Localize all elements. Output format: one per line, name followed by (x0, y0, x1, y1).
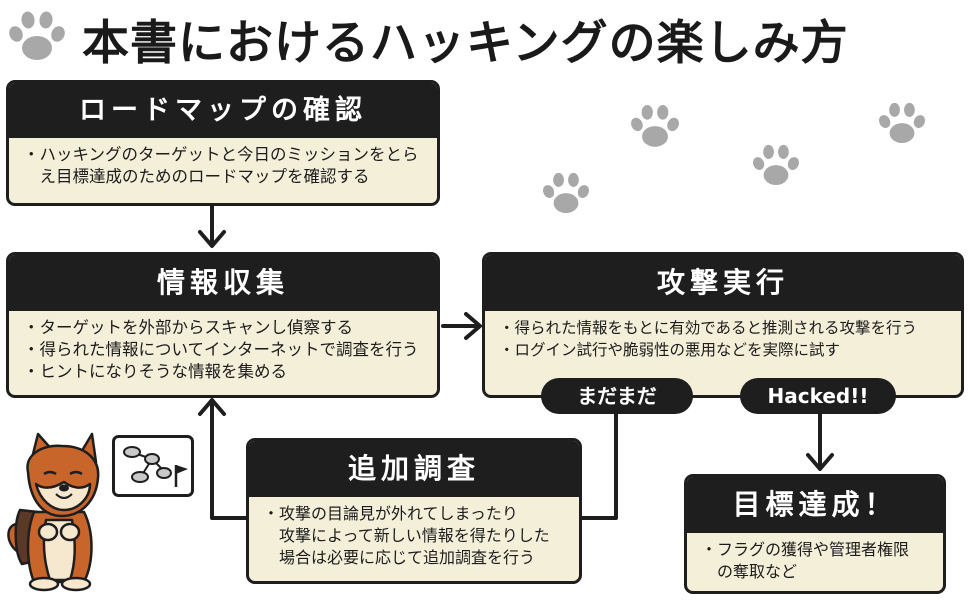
extra-line: 攻撃によって新しい情報を得たりした (263, 526, 550, 545)
page-title: 本書におけるハッキングの楽しみ方 (82, 16, 849, 71)
shiba-dog-mascot (7, 432, 100, 592)
extra-heading: 追加調査 (249, 441, 579, 497)
goal-body: ・フラグの獲得や管理者権限 の奪取など (687, 533, 943, 583)
roadmap-body: ・ハッキングのターゲットと今日のミッションをとら え目標達成のためのロードマップ… (9, 138, 437, 188)
extra-line: 場合は必要に応じて追加調査を行う (263, 548, 536, 567)
recon-line: ・得られた情報についてインターネットで調査を行う (23, 340, 419, 359)
roadmap-line: ・ハッキングのターゲットと今日のミッションをとら (23, 145, 419, 164)
recon-box: 情報収集 ・ターゲットを外部からスキャンし偵察する ・得られた情報についてインタ… (6, 252, 440, 398)
recon-line: ・ヒントになりそうな情報を集める (23, 362, 287, 381)
extra-line: ・攻撃の目論見が外れてしまったり (263, 504, 518, 523)
paw-print-icon (9, 11, 65, 60)
paw-print-icon (542, 172, 590, 214)
attack-body: ・得られた情報をもとに有効であると推測される攻撃を行う ・ログイン試行や脆弱性の… (485, 311, 961, 361)
goal-heading: 目標達成！ (687, 477, 943, 533)
paw-print-icon (752, 144, 800, 186)
not-yet-label: まだまだ (541, 378, 693, 414)
extra-body: ・攻撃の目論見が外れてしまったり 攻撃によって新しい情報を得たりした 場合は必要… (249, 497, 579, 569)
paw-print-icon (878, 102, 926, 144)
network-flag-icon (112, 435, 194, 497)
goal-line: ・フラグの獲得や管理者権限 (701, 540, 910, 559)
recon-body: ・ターゲットを外部からスキャンし偵察する ・得られた情報についてインターネットで… (9, 311, 437, 383)
recon-heading: 情報収集 (9, 255, 437, 311)
attack-box: 攻撃実行 ・得られた情報をもとに有効であると推測される攻撃を行う ・ログイン試行… (482, 252, 964, 398)
roadmap-line: え目標達成のためのロードマップを確認する (23, 167, 370, 186)
hacked-label: Hacked!! (740, 378, 896, 414)
attack-line: ・ログイン試行や脆弱性の悪用などを実際に試す (499, 341, 841, 359)
goal-line: の奪取など (701, 562, 798, 581)
attack-line: ・得られた情報をもとに有効であると推測される攻撃を行う (499, 319, 918, 337)
goal-box: 目標達成！ ・フラグの獲得や管理者権限 の奪取など (684, 474, 946, 594)
recon-line: ・ターゲットを外部からスキャンし偵察する (23, 318, 353, 337)
extra-investigation-box: 追加調査 ・攻撃の目論見が外れてしまったり 攻撃によって新しい情報を得たりした … (246, 438, 582, 584)
attack-heading: 攻撃実行 (485, 255, 961, 311)
roadmap-box: ロードマップの確認 ・ハッキングのターゲットと今日のミッションをとら え目標達成… (6, 80, 440, 206)
paw-print-icon (631, 105, 679, 147)
roadmap-heading: ロードマップの確認 (9, 83, 437, 138)
